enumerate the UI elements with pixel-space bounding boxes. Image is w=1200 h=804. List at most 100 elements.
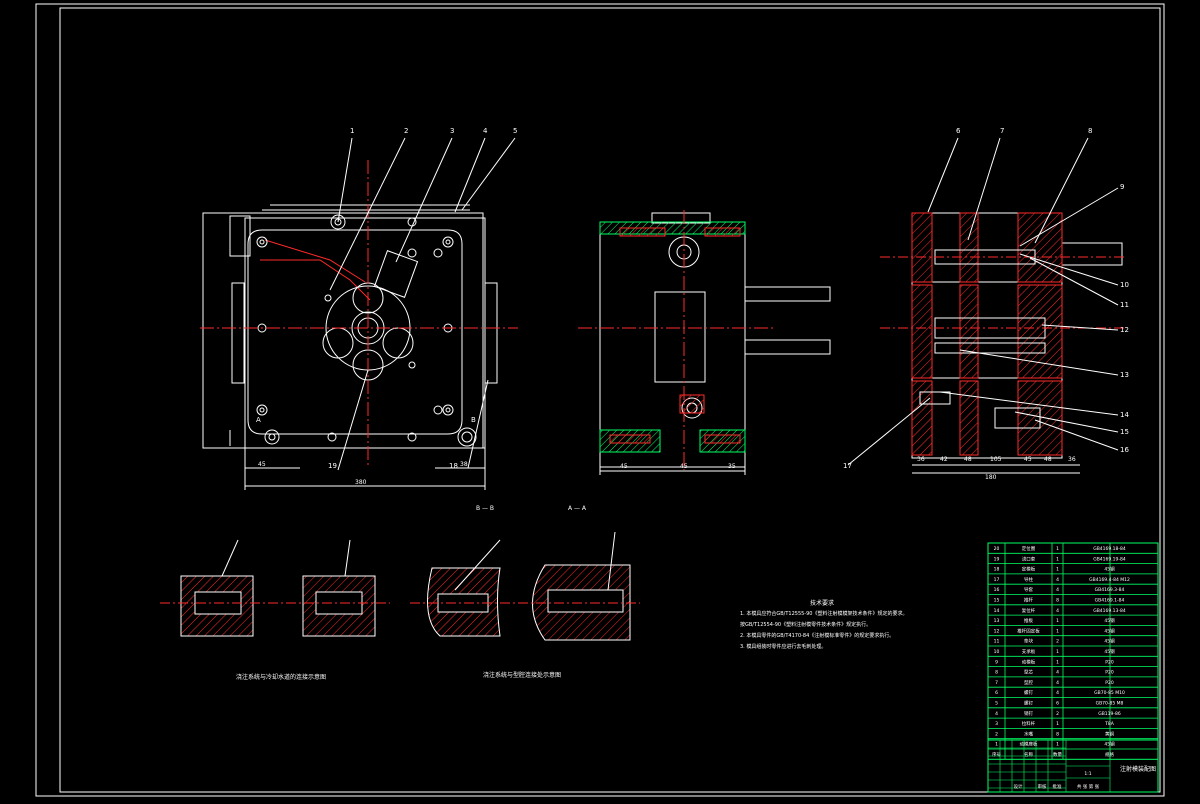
bom-row-no: 5 xyxy=(995,701,998,707)
bom-row-qty: 1 xyxy=(1056,618,1059,624)
bom-row-no: 3 xyxy=(995,721,998,727)
section-leaders xyxy=(847,137,1119,466)
bom-row-spec: 45钢 xyxy=(1104,617,1115,624)
bom-row-name: 动模板 xyxy=(1022,658,1036,665)
bom-row-spec: GB4169.1-84 xyxy=(1095,598,1125,604)
title-sheet: 共 张 第 张 xyxy=(1077,783,1100,790)
bom-row-name: 销钉 xyxy=(1024,710,1033,717)
bom-row-no: 8 xyxy=(995,670,998,676)
bom-row-qty: 1 xyxy=(1056,742,1059,748)
bom-row-qty: 4 xyxy=(1056,680,1059,686)
bom-row-name: 浇口套 xyxy=(1022,555,1036,562)
bom-row-no: 18 xyxy=(994,567,1000,573)
bom-row-qty: 1 xyxy=(1056,659,1059,665)
front-centerlines xyxy=(200,160,518,465)
bom-row-name: 支承板 xyxy=(1022,648,1036,655)
section-dimensions xyxy=(912,464,1080,474)
bom-row-spec: GB70-85 M10 xyxy=(1094,690,1125,696)
bom-row-name: 定位圈 xyxy=(1022,545,1036,552)
front-dimensions xyxy=(229,430,486,490)
outer-frame xyxy=(35,3,1165,797)
bom-row-no: 15 xyxy=(994,598,1000,604)
bom-row-name: 水嘴 xyxy=(1024,730,1033,737)
bom-row-qty: 1 xyxy=(1056,556,1059,562)
bom-row-spec: 45钢 xyxy=(1104,627,1115,634)
bom-header-no: 序号 xyxy=(992,751,1001,758)
bom-row-qty: 8 xyxy=(1056,731,1059,737)
bom-row-name: 垫块 xyxy=(1024,638,1033,645)
bom-row-qty: 1 xyxy=(1056,628,1059,634)
title-scale: 1:1 xyxy=(1084,771,1091,777)
bom-row-name: 推杆 xyxy=(1024,597,1033,604)
title-designer: 设计 xyxy=(1014,783,1023,790)
bom-row-no: 14 xyxy=(994,608,1000,614)
bom-row-no: 1 xyxy=(995,742,998,748)
side-pins xyxy=(609,227,741,444)
bom-row-spec: 45钢 xyxy=(1104,638,1115,645)
bom-row-qty: 4 xyxy=(1056,608,1059,614)
bom-row-spec: GB119-86 xyxy=(1098,711,1121,717)
bom-row-no: 20 xyxy=(994,546,1000,552)
bom-row-name: 拉料杆 xyxy=(1022,720,1036,727)
bom-row-spec: 45钢 xyxy=(1104,566,1115,573)
front-leaders xyxy=(329,137,516,471)
detail-b-b xyxy=(160,539,390,637)
side-view-green xyxy=(599,221,746,453)
bom-row-spec: P20 xyxy=(1105,680,1114,686)
bom-row-name: 导套 xyxy=(1024,586,1033,593)
bom-row-no: 11 xyxy=(994,639,1000,645)
bom-row-spec: P20 xyxy=(1105,659,1114,665)
bom-row-spec: GB70-85 M8 xyxy=(1096,701,1124,707)
bom-row-qty: 1 xyxy=(1056,546,1059,552)
bom-row-qty: 4 xyxy=(1056,587,1059,593)
bom-row-no: 4 xyxy=(995,711,998,717)
bom-row-no: 9 xyxy=(995,659,998,665)
bom-row-no: 7 xyxy=(995,680,998,686)
bom-row-no: 13 xyxy=(994,618,1000,624)
side-dimensions xyxy=(599,467,746,475)
bom-row-qty: 4 xyxy=(1056,577,1059,583)
bom-row-spec: GB4169.13-84 xyxy=(1093,608,1126,614)
bom-row-name: 导柱 xyxy=(1024,576,1033,583)
bom-row-name: 动模座板 xyxy=(1020,741,1038,748)
bom-row-name: 型芯 xyxy=(1024,669,1033,676)
bom-row-spec: T8A xyxy=(1104,721,1115,727)
bom-row-spec: GB4169.18-84 xyxy=(1093,546,1126,552)
bom-row-name: 定模板 xyxy=(1022,566,1036,573)
bom-row-spec: 45钢 xyxy=(1104,648,1115,655)
bom-row-name: 推杆固定板 xyxy=(1017,627,1040,634)
bom-row-spec: GB4169.3-84 xyxy=(1095,587,1125,593)
bom-row-no: 19 xyxy=(994,556,1000,562)
bom-row-name: 复位杆 xyxy=(1022,607,1036,614)
inner-frame xyxy=(59,7,1161,793)
detail-a-a xyxy=(410,531,640,641)
bom-row-no: 16 xyxy=(994,587,1000,593)
title-checker: 审核 xyxy=(1038,783,1047,790)
bom-row-name: 型腔 xyxy=(1024,679,1033,686)
bom-row-no: 17 xyxy=(994,577,1000,583)
bom-row-no: 12 xyxy=(994,628,1000,634)
bom-row-qty: 4 xyxy=(1056,690,1059,696)
bom-row-name: 螺钉 xyxy=(1024,700,1033,707)
bom-row-spec: GB4169.4-84 M12 xyxy=(1089,577,1130,583)
bom-row-no: 2 xyxy=(995,731,998,737)
bom-row-qty: 8 xyxy=(1056,598,1059,604)
side-view xyxy=(599,212,831,468)
bom-row-qty: 2 xyxy=(1056,639,1059,645)
bom-header-qty: 数量 xyxy=(1053,751,1062,758)
bom-header-name: 名称 xyxy=(1024,751,1033,758)
bom-row-name: 推板 xyxy=(1024,617,1033,624)
title-approver: 批准 xyxy=(1053,783,1062,790)
bom-row-no: 10 xyxy=(994,649,1000,655)
bom-row-name: 螺钉 xyxy=(1024,689,1033,696)
bom-row-qty: 4 xyxy=(1056,670,1059,676)
bom-row-qty: 1 xyxy=(1056,721,1059,727)
side-centerlines xyxy=(578,210,775,470)
bom-row-spec: GB4169.19-84 xyxy=(1093,556,1126,562)
bom-row-spec: 黄铜 xyxy=(1105,730,1114,737)
front-view xyxy=(202,204,498,449)
bom-row-qty: 1 xyxy=(1056,649,1059,655)
